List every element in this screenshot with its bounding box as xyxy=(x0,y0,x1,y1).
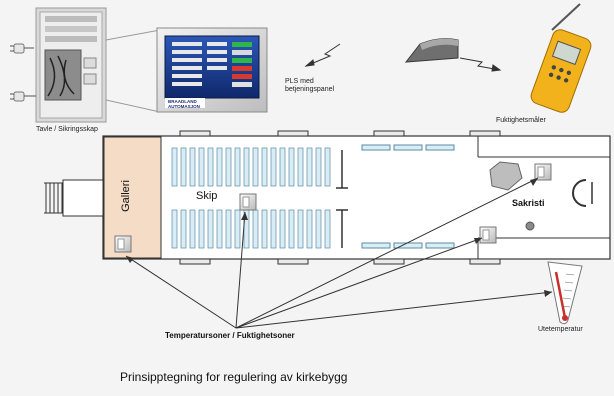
arrow-head xyxy=(126,256,134,263)
transmitter-icon xyxy=(404,38,459,63)
plug-icon xyxy=(10,91,36,102)
plug-icon xyxy=(10,43,34,54)
pew xyxy=(315,147,322,187)
pew xyxy=(279,209,286,249)
sensor-icon xyxy=(114,235,132,253)
pew xyxy=(189,209,196,249)
pew xyxy=(216,147,223,187)
bench xyxy=(361,144,391,151)
bench xyxy=(361,242,391,249)
church-floor-plan xyxy=(44,130,611,265)
arrow-head xyxy=(544,290,552,297)
pew xyxy=(189,147,196,187)
pew xyxy=(171,209,178,249)
pew xyxy=(252,147,259,187)
connector-line xyxy=(105,99,161,113)
pew xyxy=(180,147,187,187)
pew xyxy=(234,209,241,249)
wireless-signal-icon xyxy=(459,57,502,72)
pew xyxy=(225,147,232,187)
pew xyxy=(306,209,313,249)
arrow-head xyxy=(530,178,538,186)
humidity-meter-icon xyxy=(530,3,592,113)
pew xyxy=(252,209,259,249)
pew xyxy=(261,147,268,187)
sensor-icon xyxy=(239,193,257,211)
bench xyxy=(425,242,455,249)
sensor-arrows xyxy=(125,177,553,329)
pew xyxy=(261,209,268,249)
pew xyxy=(207,209,214,249)
arrow-head xyxy=(241,212,248,220)
pew-rows xyxy=(171,147,331,249)
pew xyxy=(288,147,295,187)
pew xyxy=(180,209,187,249)
pew xyxy=(243,147,250,187)
pew xyxy=(306,147,313,187)
pew xyxy=(297,209,304,249)
pew xyxy=(270,147,277,187)
skip-label: Skip xyxy=(196,190,218,202)
bench xyxy=(425,144,455,151)
pls-label: PLS med betjeningspanel xyxy=(285,78,334,94)
pew xyxy=(279,147,286,187)
pew xyxy=(324,147,331,187)
sakristi-label: Sakristi xyxy=(512,198,545,208)
cabinet-icon xyxy=(35,7,107,123)
pew xyxy=(270,209,277,249)
arrow-head xyxy=(474,238,482,244)
zones-label: Temperatursoner / Fuktighetsoner xyxy=(165,331,295,340)
font-icon xyxy=(525,221,535,231)
pew xyxy=(324,209,331,249)
altar-shape xyxy=(489,161,523,191)
outdoor-temp-label: Utetemperatur xyxy=(538,326,583,333)
sensor-icon xyxy=(479,226,497,244)
brand-text: BRAADLAND xyxy=(168,99,197,104)
connector-line xyxy=(105,29,161,41)
pew xyxy=(198,209,205,249)
thermometer-icon xyxy=(547,261,583,325)
wireless-signal-icon xyxy=(304,43,341,67)
galleri-label: Galleri xyxy=(119,180,132,212)
cabinet-label: Tavle / Sikringsskap xyxy=(36,126,98,133)
pew xyxy=(225,209,232,249)
pew xyxy=(198,147,205,187)
pew xyxy=(315,209,322,249)
sensor-icon xyxy=(534,163,552,181)
pew xyxy=(234,147,241,187)
pew xyxy=(216,209,223,249)
humidity-meter-label: Fuktighetsmåler xyxy=(496,117,546,124)
diagram-title: Prinsipptegning for regulering av kirkeb… xyxy=(120,370,348,384)
brand-text: AUTOMASJON xyxy=(168,104,200,109)
pew xyxy=(288,209,295,249)
pew xyxy=(297,147,304,187)
bench xyxy=(393,144,423,151)
operator-panel-icon: BRAADLAND AUTOMASJON xyxy=(156,27,268,113)
pls-label-text: PLS med betjeningspanel xyxy=(285,78,335,93)
pew xyxy=(171,147,178,187)
pew xyxy=(207,147,214,187)
